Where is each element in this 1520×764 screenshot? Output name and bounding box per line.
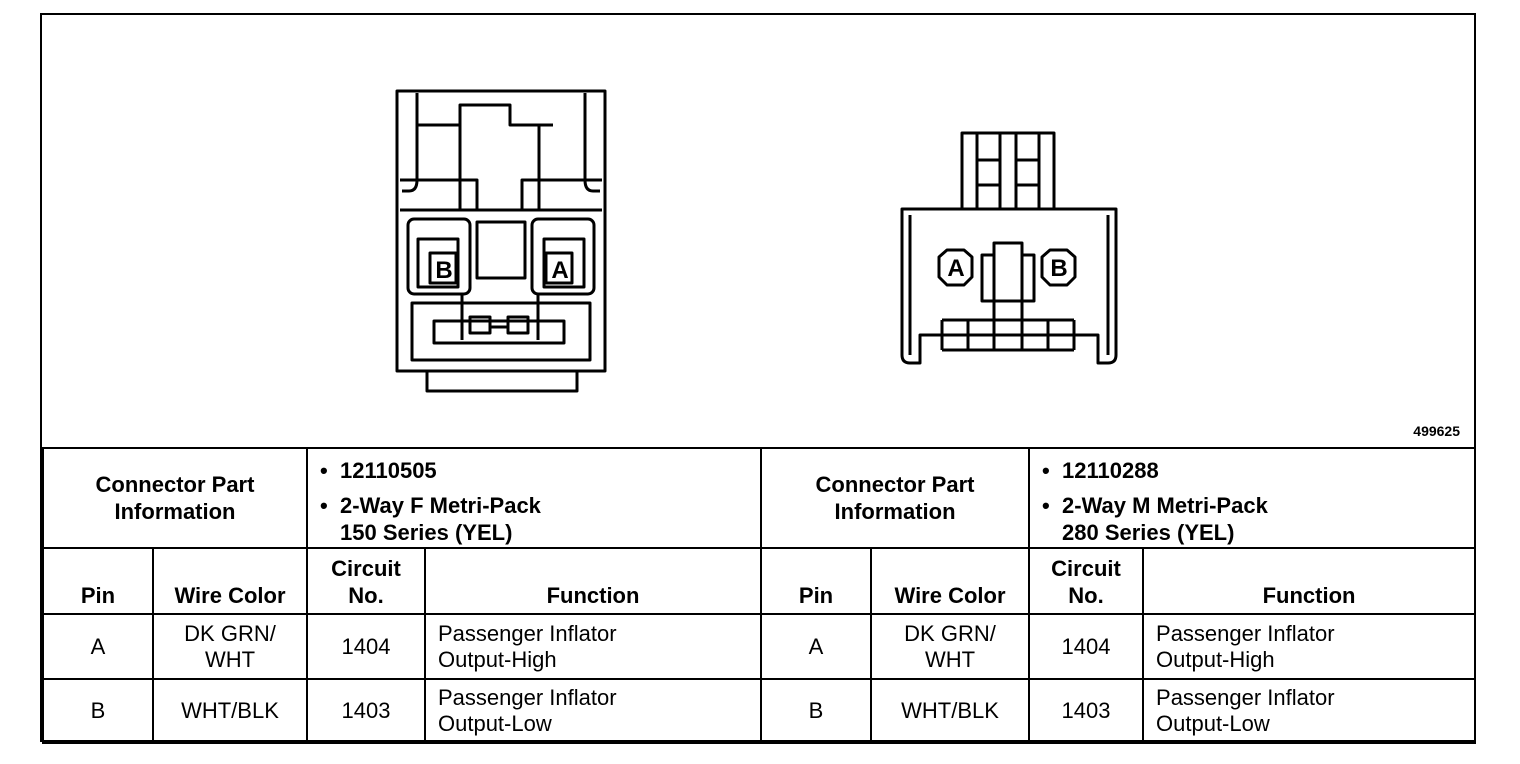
pin-label-right-b: B [1050,255,1067,282]
right-desc-2: 280 Series (YEL) [1062,520,1235,545]
right-info-label: Connector Part Information [760,447,1031,549]
female-connector-drawing [395,89,607,393]
pin-label-left-a: A [551,257,568,284]
wire-color-cell: DK GRN/WHT [870,613,1031,680]
circuit-cell: 1404 [1028,613,1145,680]
circuit-cell: 1404 [306,613,426,680]
wire-color-cell: WHT/BLK [870,678,1031,744]
col-pin: Pin [42,547,154,615]
connector-spec-table: Connector Part Information •12110505 •2-… [42,447,1477,744]
col-function: Function [423,547,763,615]
left-part-info: •12110505 •2-Way F Metri-Pack 150 Series… [305,447,763,549]
left-desc-1: 2-Way F Metri-Pack [340,493,541,518]
right-desc-1: 2-Way M Metri-Pack [1062,493,1268,518]
col-function: Function [1142,547,1477,615]
pin-cell: A [42,613,154,680]
col-wire-color: Wire Color [870,547,1031,615]
wire-color-cell: DK GRN/WHT [152,613,308,680]
circuit-cell: 1403 [1028,678,1145,744]
left-desc-2: 150 Series (YEL) [340,520,513,545]
pin-cell: A [760,613,873,680]
pin-cell: B [760,678,873,744]
connector-drawings: B A A B [395,89,1118,393]
col-wire-color: Wire Color [152,547,308,615]
pin-label-right-a: A [947,255,964,282]
col-pin: Pin [760,547,873,615]
right-part-info: •12110288 •2-Way M Metri-Pack 280 Series… [1028,447,1477,549]
figure-id: 499625 [1413,423,1460,439]
wire-color-cell: WHT/BLK [152,678,308,744]
connector-sheet: B A A B 499625 Connector Part Informatio… [40,13,1477,744]
right-part-number: 12110288 [1062,458,1159,483]
pin-cell: B [42,678,154,744]
pin-label-left-b: B [435,257,452,284]
left-info-label: Connector Part Information [42,447,308,549]
male-connector-drawing [900,131,1118,365]
left-part-number: 12110505 [340,458,437,483]
circuit-cell: 1403 [306,678,426,744]
